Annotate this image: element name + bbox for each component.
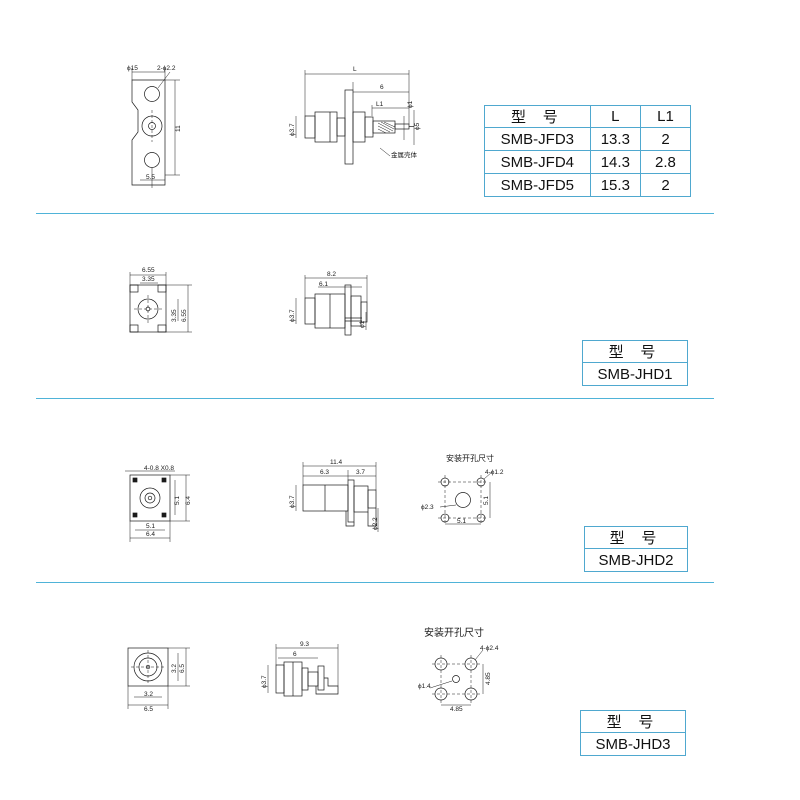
spec-cell-L: 14.3 bbox=[589, 150, 641, 174]
s3-dim-phi22: ϕ2.2 bbox=[372, 517, 379, 530]
s3-dim-37: 3.7 bbox=[356, 469, 365, 476]
s4-dim-32w: 3.2 bbox=[144, 691, 153, 698]
s3-dim-64w: 6.4 bbox=[146, 531, 155, 538]
s3-dim-phi37: ϕ3.7 bbox=[289, 495, 296, 508]
spec-header-L: L bbox=[589, 105, 641, 128]
s2-dim-335w: 3.35 bbox=[142, 276, 155, 283]
s2-dim-82: 8.2 bbox=[327, 271, 336, 278]
model-header: 型 号 bbox=[580, 710, 686, 733]
s4-dim-65h: 6.5 bbox=[179, 664, 186, 673]
s1-dim-L1: L1 bbox=[376, 101, 384, 108]
spec-header-L1: L1 bbox=[639, 105, 692, 128]
s2-dim-655h: 6.55 bbox=[181, 309, 188, 322]
s3-front-view bbox=[125, 470, 190, 542]
s1-dim-phi1: ϕ1 bbox=[407, 100, 414, 108]
s2-side-view bbox=[295, 275, 368, 336]
s1-front-view bbox=[131, 68, 180, 188]
s1-dim-phi5: ϕ5 bbox=[414, 122, 421, 130]
s2-dim-655w: 6.55 bbox=[142, 267, 155, 274]
table-row: SMB-JFD4 14.3 2.8 bbox=[484, 150, 692, 174]
spec-cell-L1: 2.8 bbox=[639, 150, 692, 174]
s3-dim-phi23: ϕ2.3 bbox=[421, 504, 434, 511]
spec-cell-L: 15.3 bbox=[589, 173, 641, 197]
s4-hole-title: 安装开孔尺寸 bbox=[424, 626, 484, 639]
model-box-jhd3: 型 号 SMB-JHD3 bbox=[580, 710, 686, 756]
spec-cell-model: SMB-JFD5 bbox=[484, 173, 591, 197]
s1-dim-6: 6 bbox=[380, 84, 384, 91]
model-name: SMB-JHD3 bbox=[580, 732, 686, 756]
table-row: SMB-JFD5 15.3 2 bbox=[484, 173, 692, 197]
s4-dim-93: 9.3 bbox=[300, 641, 309, 648]
s4-dim-65w: 6.5 bbox=[144, 706, 153, 713]
s4-dim-holes: 4-ϕ2.4 bbox=[480, 645, 499, 652]
s2-dim-335h: 3.35 bbox=[171, 309, 178, 322]
s3-dim-pins: 4-0.8 X0.8 bbox=[144, 465, 174, 472]
spec-cell-model: SMB-JFD4 bbox=[484, 150, 591, 174]
s4-dim-6: 6 bbox=[293, 651, 297, 658]
s3-dim-63: 6.3 bbox=[320, 469, 329, 476]
spec-cell-L: 13.3 bbox=[589, 127, 641, 151]
model-box-jhd1: 型 号 SMB-JHD1 bbox=[582, 340, 688, 386]
s2-dim-61: 6.1 bbox=[319, 281, 328, 288]
table-row: SMB-JFD3 13.3 2 bbox=[484, 127, 692, 151]
s3-dim-51h: 5.1 bbox=[174, 496, 181, 505]
s3-dim-holes: 4-ϕ1.2 bbox=[485, 469, 504, 476]
model-box-jhd2: 型 号 SMB-JHD2 bbox=[584, 526, 688, 572]
s3-side-view bbox=[295, 462, 379, 532]
model-name: SMB-JHD1 bbox=[582, 362, 688, 386]
s4-dim-32h: 3.2 bbox=[171, 664, 178, 673]
section-divider-3 bbox=[36, 582, 714, 583]
s1-dim-h11: 11 bbox=[175, 125, 182, 132]
spec-cell-L1: 2 bbox=[639, 173, 692, 197]
s1-dim-L: L bbox=[353, 66, 357, 73]
s4-dim-phi37: ϕ3.7 bbox=[261, 675, 268, 688]
s4-side-view bbox=[267, 644, 339, 697]
spec-table-jfd: 型 号 L L1 SMB-JFD3 13.3 2 SMB-JFD4 14.3 2… bbox=[484, 105, 692, 197]
s4-dim-485h: 4.85 bbox=[485, 672, 492, 685]
s2-front-view bbox=[129, 272, 192, 333]
model-header: 型 号 bbox=[584, 526, 688, 549]
s3-dim-51w: 5.1 bbox=[146, 523, 155, 530]
s1-dim-phi15: ϕ15 bbox=[127, 65, 138, 72]
model-name: SMB-JHD2 bbox=[584, 548, 688, 572]
s4-dim-485w: 4.85 bbox=[450, 706, 463, 713]
s3-hole-title: 安装开孔尺寸 bbox=[446, 453, 494, 463]
s4-dim-phi14: ϕ1.4 bbox=[418, 683, 431, 690]
s2-dim-phi37: ϕ3.7 bbox=[289, 309, 296, 322]
section-divider-2 bbox=[36, 398, 714, 399]
s3-dim-114: 11.4 bbox=[330, 459, 343, 466]
s3-dim-51w-hole: 5.1 bbox=[457, 518, 466, 525]
spec-cell-L1: 2 bbox=[639, 127, 692, 151]
s1-dim-phi37: ϕ3.7 bbox=[289, 123, 296, 136]
s3-dim-64h: 6.4 bbox=[185, 496, 192, 505]
s1-dim-holes: 2-ϕ2.2 bbox=[157, 65, 176, 72]
section-divider-1 bbox=[36, 213, 714, 214]
model-header: 型 号 bbox=[582, 340, 688, 363]
s3-hole-pattern bbox=[438, 471, 493, 525]
s4-hole-pattern bbox=[429, 649, 484, 706]
s4-front-view bbox=[127, 647, 190, 709]
s3-dim-51h-hole: 5.1 bbox=[483, 496, 490, 505]
spec-header-model: 型 号 bbox=[484, 105, 591, 128]
s1-side-view bbox=[295, 70, 415, 165]
spec-cell-model: SMB-JFD3 bbox=[484, 127, 591, 151]
s1-note-shell: 金属壳体 bbox=[391, 150, 418, 159]
s2-dim-phi1: ϕ1 bbox=[359, 320, 366, 328]
s1-dim-w55: 5.5 bbox=[146, 174, 155, 181]
